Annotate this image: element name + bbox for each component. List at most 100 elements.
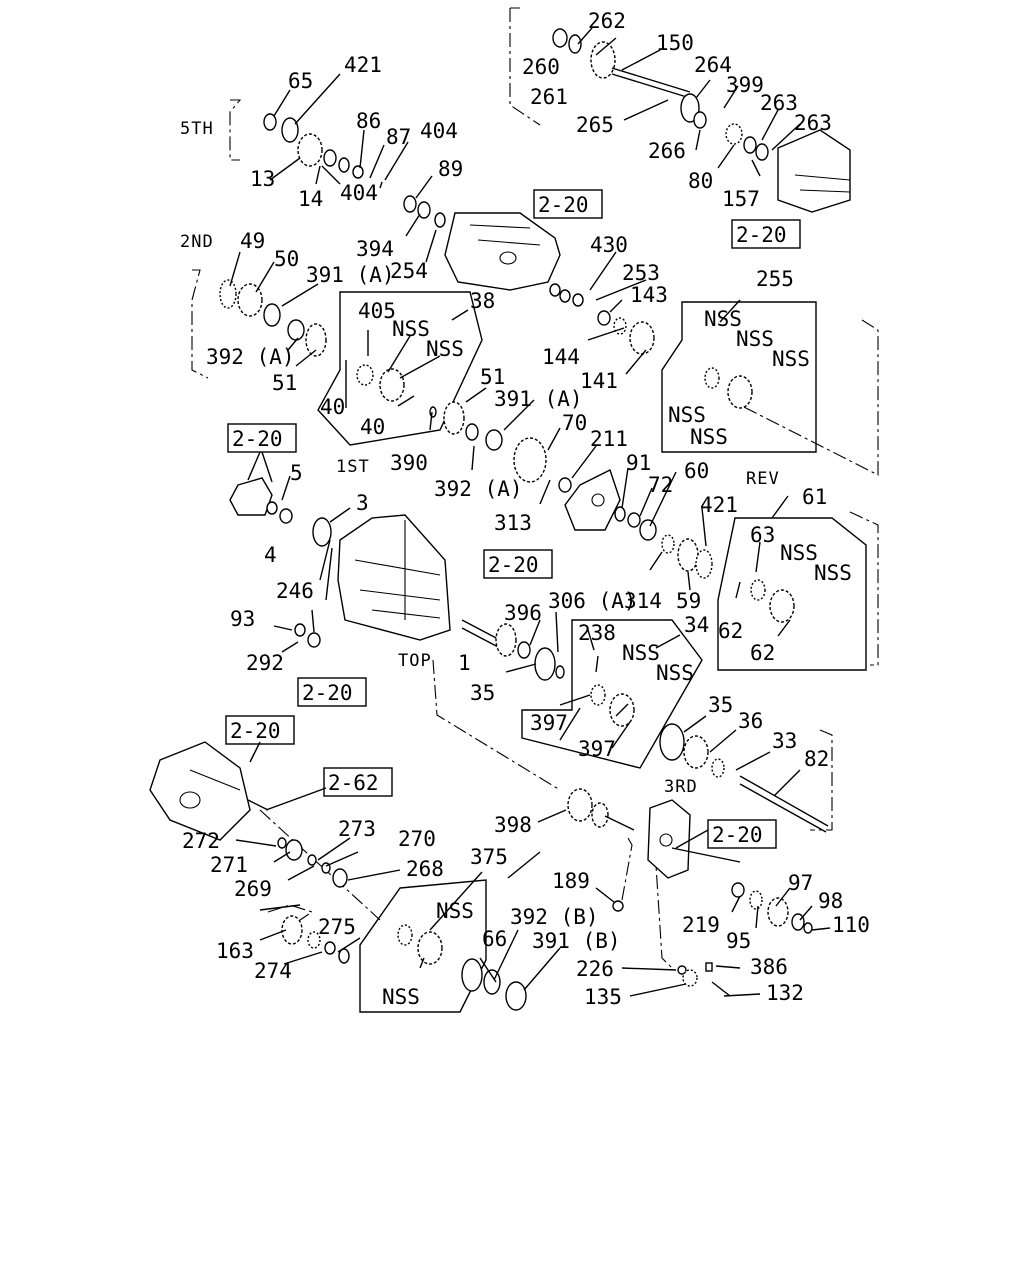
part-label: 265 [576, 113, 614, 137]
reference-label: 2-20 [302, 681, 353, 705]
part-label: 375 [470, 845, 508, 869]
part-label: 157 [722, 187, 760, 211]
part-label: 141 [580, 369, 618, 393]
part-label: 398 [494, 813, 532, 837]
nss-label: NSS [772, 347, 810, 371]
section-label-1st: 1ST [336, 457, 370, 477]
kit-frames [317, 291, 867, 1013]
part-label: 66 [482, 927, 507, 951]
part-label: 292 [246, 651, 284, 675]
section-label-rev: REV [746, 469, 780, 489]
part-label: 392 (A) [206, 345, 295, 369]
part-label: 86 [356, 109, 381, 133]
part-label: 260 [522, 55, 560, 79]
front-cover [229, 477, 273, 516]
part-label: 5 [290, 461, 303, 485]
part-label: 272 [182, 829, 220, 853]
part-label: 144 [542, 345, 580, 369]
nss-label: NSS [436, 899, 474, 923]
part-label: 70 [562, 411, 587, 435]
part-label: 89 [438, 157, 463, 181]
part-label: 268 [406, 857, 444, 881]
nss-label: NSS [736, 327, 774, 351]
part-label: 135 [584, 985, 622, 1009]
reference-box-frame [225, 715, 295, 745]
part-label: 269 [234, 877, 272, 901]
nss-label: NSS [382, 985, 420, 1009]
nss-label: NSS [392, 317, 430, 341]
part-label: 95 [726, 929, 751, 953]
part-label: 51 [272, 371, 297, 395]
leader-lines [229, 27, 831, 997]
part-label: 91 [626, 451, 651, 475]
reference-box-frame [731, 219, 801, 249]
part-label: 313 [494, 511, 532, 535]
part-label: 421 [700, 493, 738, 517]
part-label: 405 [358, 299, 396, 323]
housings [149, 129, 851, 879]
reference-box-frame [483, 549, 553, 579]
nss-label: NSS [690, 425, 728, 449]
part-label: 33 [772, 729, 797, 753]
part-label: 391 (B) [532, 929, 621, 953]
part-label: 386 [750, 955, 788, 979]
part-label: 38 [470, 289, 495, 313]
part-number-labels: 262 150 260 261 264 399 263 263 265 266 … [182, 9, 870, 1009]
reference-labels: 2-20 2-20 2-20 2-20 2-20 2-20 2-20 2-62 [230, 193, 787, 847]
group-brackets [191, 7, 879, 969]
part-label: 253 [622, 261, 660, 285]
reference-label: 2-20 [232, 427, 283, 451]
part-label: 246 [276, 579, 314, 603]
kit-frame-34 [521, 619, 703, 769]
part-label: 62 [750, 641, 775, 665]
part-label: 263 [760, 91, 798, 115]
nss-label: NSS [704, 307, 742, 331]
part-label: 36 [738, 709, 763, 733]
part-label: 40 [360, 415, 385, 439]
part-label: 396 [504, 601, 542, 625]
part-label: 397 [578, 737, 616, 761]
part-label: 273 [338, 817, 376, 841]
part-label: 93 [230, 607, 255, 631]
kit-frame-38 [317, 291, 483, 446]
reference-label: 2-20 [538, 193, 589, 217]
part-label: 61 [802, 485, 827, 509]
part-label: 143 [630, 283, 668, 307]
kit-frame-255 [661, 301, 817, 453]
part-label: 261 [530, 85, 568, 109]
part-label: 397 [530, 711, 568, 735]
extension-housing [444, 212, 561, 291]
part-label: 391 (A) [494, 387, 583, 411]
part-label: 314 [624, 589, 662, 613]
part-label: 390 [390, 451, 428, 475]
reference-label: 2-20 [736, 223, 787, 247]
part-label: 87 [386, 125, 411, 149]
nss-label: NSS [814, 561, 852, 585]
part-label: 274 [254, 959, 292, 983]
part-label: 163 [216, 939, 254, 963]
part-label: 98 [818, 889, 843, 913]
section-label-2nd: 2ND [180, 232, 214, 252]
end-plate [647, 799, 691, 879]
part-label: 50 [274, 247, 299, 271]
section-label-3rd: 3RD [664, 777, 698, 797]
part-label: 306 (A) [548, 589, 637, 613]
part-label: 392 (B) [510, 905, 599, 929]
part-label: 35 [470, 681, 495, 705]
reference-label: 2-20 [230, 719, 281, 743]
kit-frame-375 [359, 879, 487, 1013]
part-label: 13 [250, 167, 275, 191]
part-label: 49 [240, 229, 265, 253]
reference-label: 2-20 [712, 823, 763, 847]
part-label: 4 [264, 543, 277, 567]
part-label: 35 [708, 693, 733, 717]
rear-case-shaft [777, 129, 851, 213]
part-label: 391 (A) [306, 263, 395, 287]
section-labels: 5TH 2ND 1ST REV TOP 3RD [180, 119, 780, 797]
part-label: 255 [756, 267, 794, 291]
part-label: 262 [588, 9, 626, 33]
part-label: 62 [718, 619, 743, 643]
part-label: 72 [648, 473, 673, 497]
